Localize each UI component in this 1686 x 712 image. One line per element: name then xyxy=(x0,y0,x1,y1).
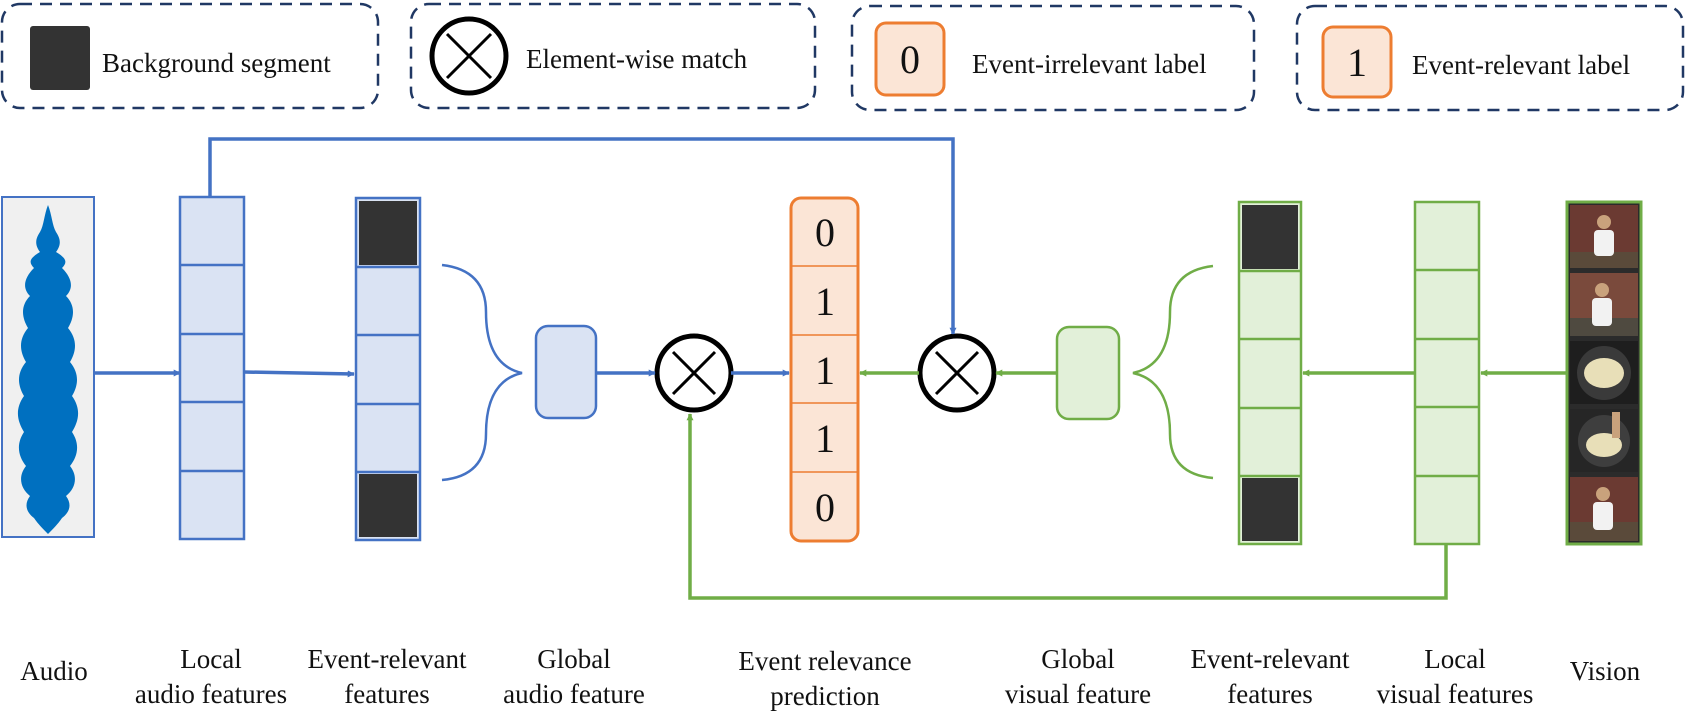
caption-local-visual-line1: Local xyxy=(1424,644,1485,674)
caption-prediction-line2: prediction xyxy=(770,681,880,711)
legend-event-relevant-label: Event-relevant label xyxy=(1412,50,1630,80)
caption-er-audio-line2: features xyxy=(344,679,429,709)
local-audio-features xyxy=(178,195,246,541)
caption-prediction-line1: Event relevance xyxy=(738,646,911,676)
legend-event-irrelevant-label: Event-irrelevant label xyxy=(972,49,1207,79)
captions: Audio Local audio features Event-relevan… xyxy=(20,644,1640,711)
caption-vision: Vision xyxy=(1570,656,1641,686)
caption-local-visual-line2: visual features xyxy=(1377,679,1534,709)
caption-audio: Audio xyxy=(20,656,88,686)
prediction-value: 0 xyxy=(815,210,835,255)
legend-element-wise-match-label: Element-wise match xyxy=(526,44,748,74)
background-segment-swatch xyxy=(30,26,90,90)
caption-global-visual-line1: Global xyxy=(1041,644,1115,674)
irrelevant-symbol: 0 xyxy=(900,37,920,82)
legend-background-segment: Background segment xyxy=(0,2,380,110)
background-segment xyxy=(1242,205,1298,269)
video-frame xyxy=(1570,341,1638,404)
caption-global-audio-line2: audio feature xyxy=(503,679,645,709)
arrow-local-visual-skip xyxy=(686,413,1448,600)
prediction-value: 1 xyxy=(815,279,835,324)
prediction-value: 1 xyxy=(815,348,835,393)
event-relevance-prediction: 0 1 1 1 0 xyxy=(789,196,860,543)
prediction-value: 0 xyxy=(815,485,835,530)
legend-background-segment-label: Background segment xyxy=(102,48,331,78)
visual-match-operator xyxy=(917,333,997,413)
video-frame xyxy=(1570,205,1638,268)
legend-event-irrelevant: 0 Event-irrelevant label xyxy=(850,4,1256,112)
video-frame xyxy=(1570,477,1638,541)
arrow-local-to-event-relevant-audio xyxy=(243,370,355,378)
caption-er-visual-line1: Event-relevant xyxy=(1191,644,1350,674)
background-segment xyxy=(359,474,417,537)
legend-event-relevant: 1 Event-relevant label xyxy=(1295,4,1685,112)
video-frame xyxy=(1570,273,1638,336)
caption-global-visual-line2: visual feature xyxy=(1005,679,1151,709)
caption-global-audio-line1: Global xyxy=(537,644,611,674)
relevant-symbol: 1 xyxy=(1347,40,1367,85)
audio-match-operator xyxy=(654,333,734,413)
legend-element-wise-match: Element-wise match xyxy=(409,2,817,110)
event-relevant-audio-features xyxy=(354,196,422,542)
local-visual-features xyxy=(1413,200,1481,546)
connectors xyxy=(94,137,1567,600)
waveform-icon xyxy=(17,205,79,534)
caption-local-audio-line2: audio features xyxy=(135,679,287,709)
caption-er-audio-line1: Event-relevant xyxy=(308,644,467,674)
event-relevant-visual-features xyxy=(1237,200,1303,546)
legend: Background segment Element-wise match 0 … xyxy=(0,2,1685,112)
match-icon xyxy=(429,16,509,96)
visual-brace xyxy=(1132,264,1214,480)
background-segment xyxy=(1242,478,1298,541)
arrow-local-audio-skip xyxy=(208,137,957,335)
vision-frames xyxy=(1565,200,1643,546)
audio-waveform xyxy=(1,196,95,538)
caption-er-visual-line2: features xyxy=(1227,679,1312,709)
audio-brace xyxy=(441,263,523,482)
global-audio-feature xyxy=(534,324,598,420)
global-visual-feature xyxy=(1055,325,1121,421)
prediction-value: 1 xyxy=(815,416,835,461)
background-segment xyxy=(359,201,417,265)
video-frame xyxy=(1570,409,1638,472)
caption-local-audio-line1: Local xyxy=(180,644,241,674)
